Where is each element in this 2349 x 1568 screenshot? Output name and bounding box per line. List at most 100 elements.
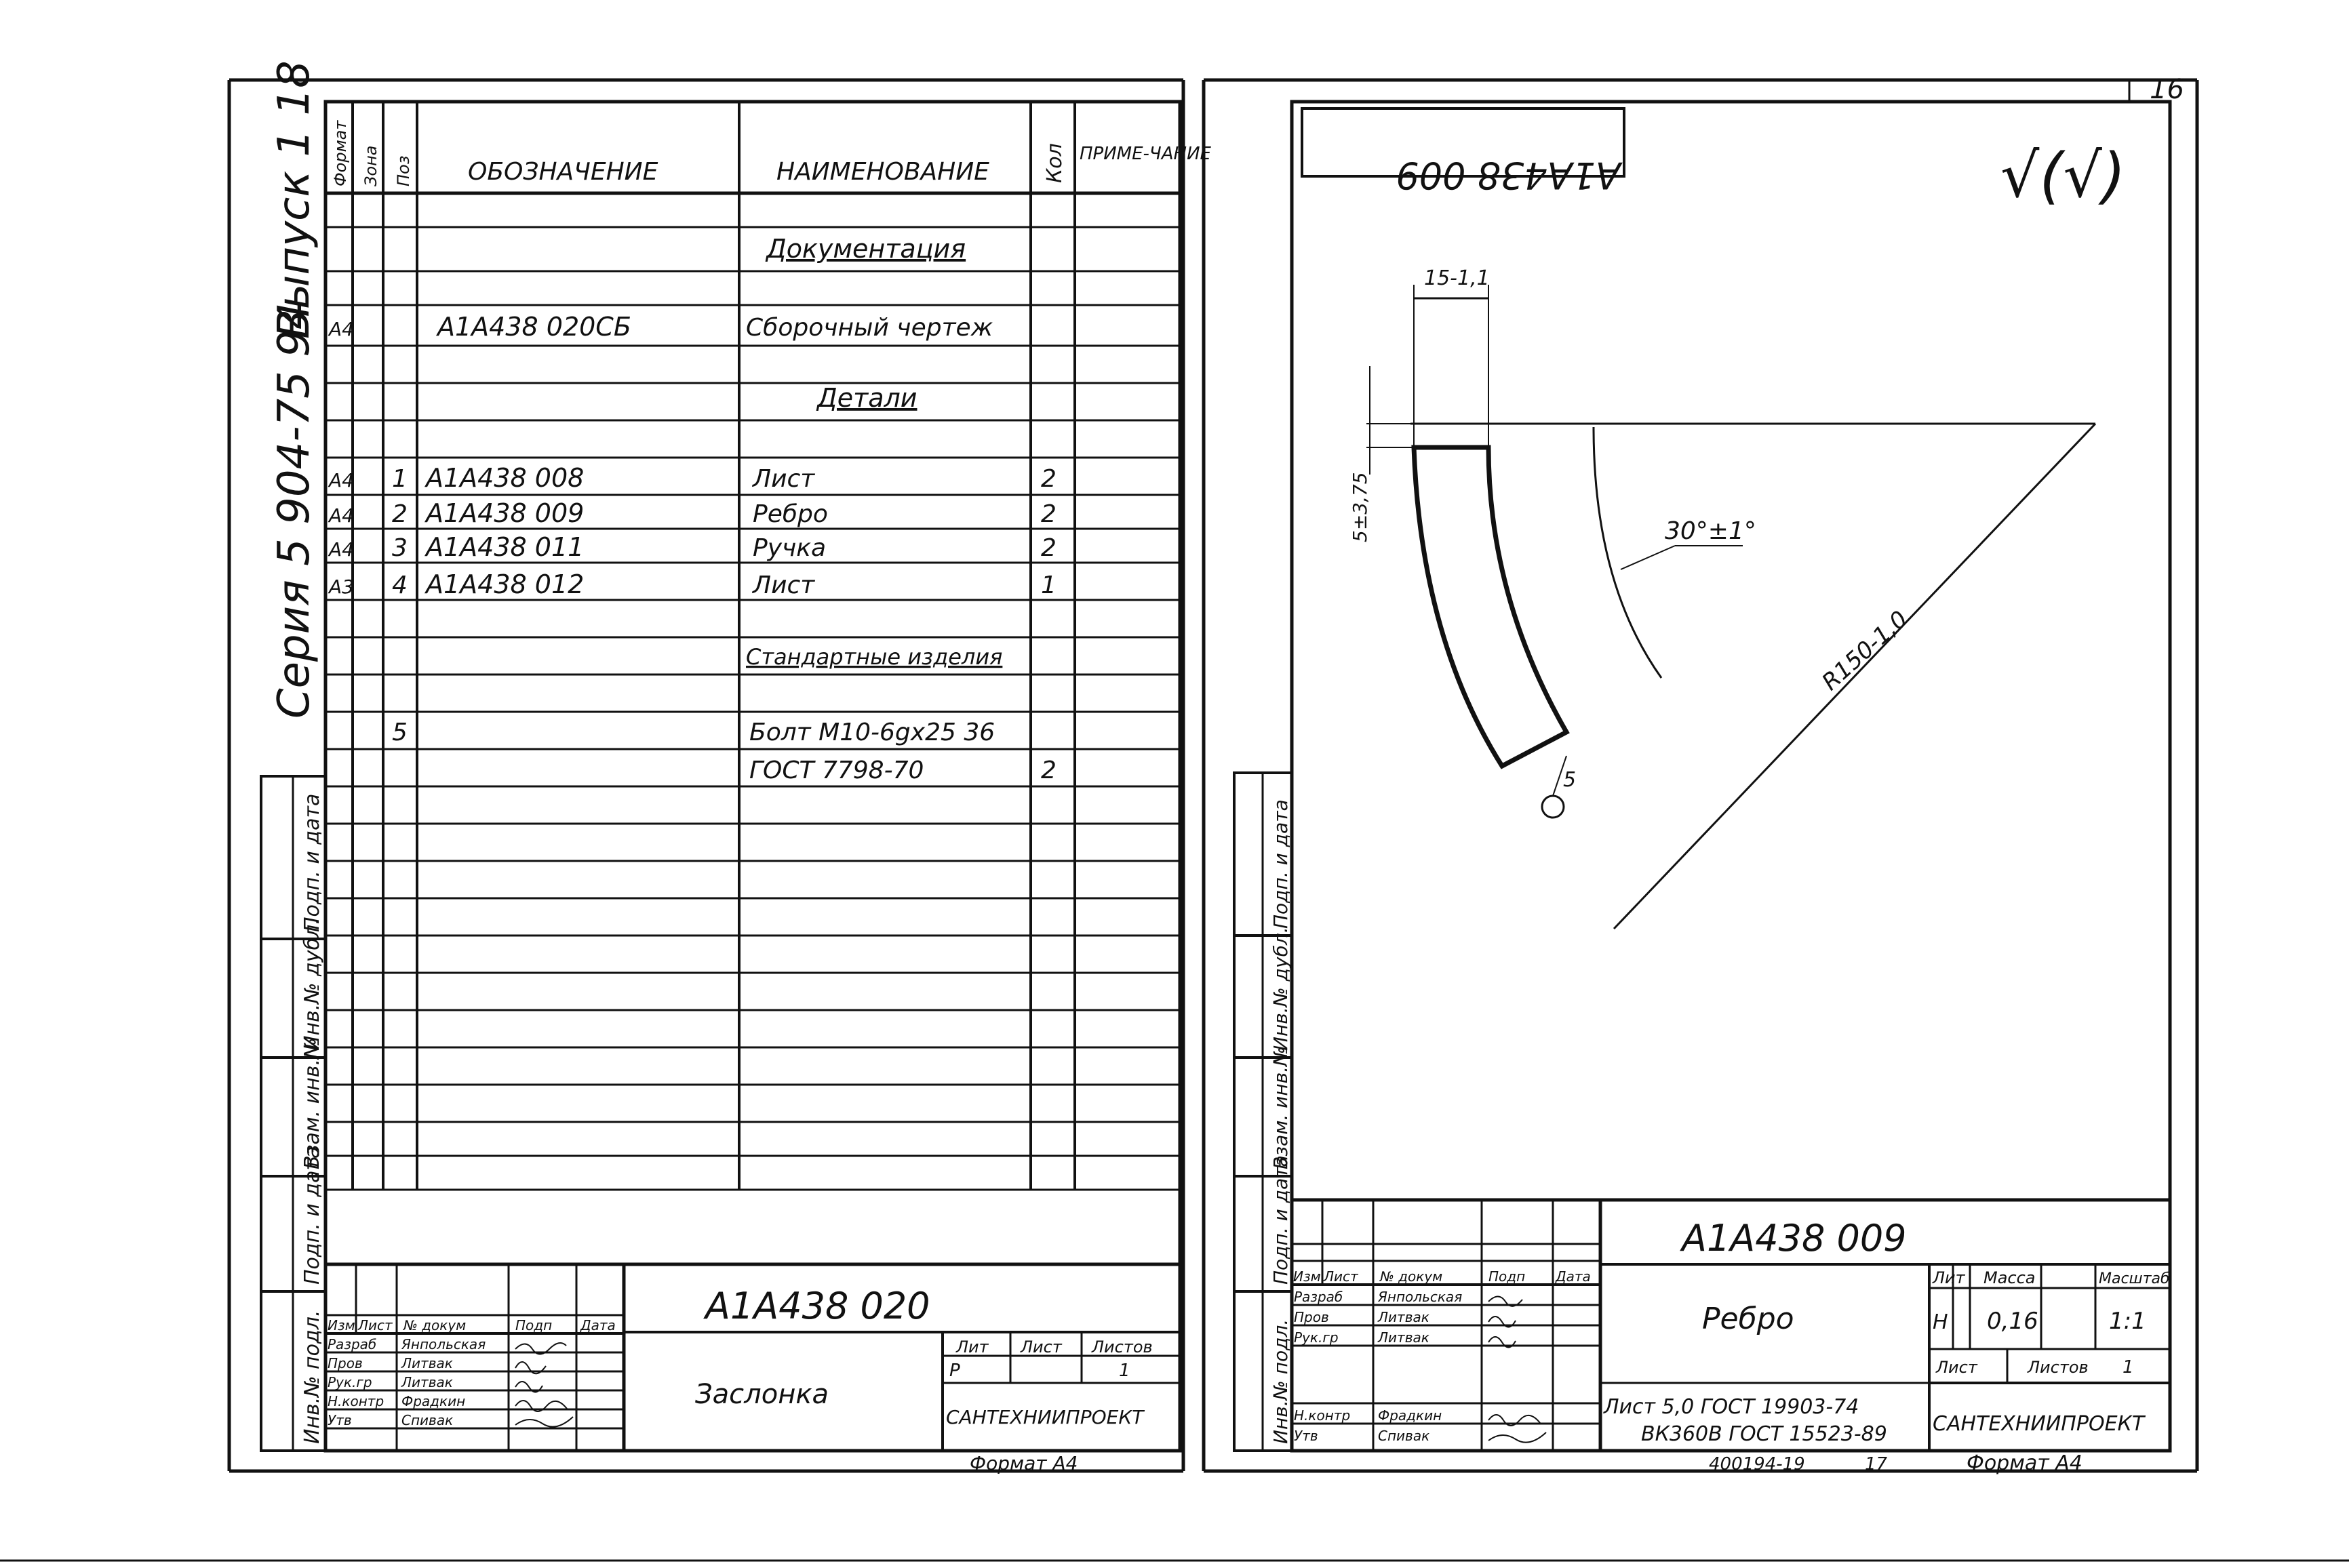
name-prov: Литвак xyxy=(401,1355,453,1371)
col-izm: Изм xyxy=(1293,1268,1321,1285)
left-sheet: Серия 5 904-75 94 Выпуск 1 18 Подп. и да… xyxy=(227,60,1212,1474)
name-utv: Спивак xyxy=(401,1412,453,1428)
bottom-code: 400194-19 xyxy=(1709,1454,1805,1474)
row-designation: А1А438 011 xyxy=(424,532,584,562)
dim-angle: 30°±1° xyxy=(1665,517,1756,545)
row-format: А4 xyxy=(328,504,354,527)
section-standard: Стандартные изделия xyxy=(746,644,1002,670)
col-list: Лист xyxy=(357,1317,393,1333)
signature xyxy=(1488,1336,1516,1348)
org-name: САНТЕХНИИПРОЕКТ xyxy=(946,1406,1145,1428)
row-format: А4 xyxy=(328,538,354,561)
sheets-value: 1 xyxy=(1119,1361,1130,1381)
side-label-inv-dubl: Инв.№ дубл. xyxy=(1269,927,1292,1051)
row-name: Ручка xyxy=(753,534,826,562)
side-label-podp-data-2: Подп. и дата xyxy=(1269,1155,1292,1285)
role-prov: Пров xyxy=(1294,1309,1329,1325)
scale-label: Масштаб xyxy=(2099,1270,2170,1287)
left-title-block: А1А438 020 Заслонка САНТЕХНИИПРОЕКТ Форм… xyxy=(325,1262,1180,1474)
row-name: Лист xyxy=(751,571,815,599)
bottom-num: 17 xyxy=(1865,1454,1888,1474)
spec-row-bolt: 5 Болт М10-6gх25 36 ГОСТ 7798-70 2 xyxy=(392,719,1057,784)
corner-number: 16 xyxy=(2150,74,2184,105)
doc-number: А1А438 009 xyxy=(1680,1217,1907,1260)
material-1: Лист 5,0 ГОСТ 19903-74 xyxy=(1603,1395,1859,1419)
row-qty: 2 xyxy=(1041,534,1057,562)
role-prov: Пров xyxy=(328,1355,363,1371)
lit-value: Р xyxy=(949,1361,960,1381)
col-data: Дата xyxy=(1555,1268,1591,1285)
side-label-vzam-inv: Взам. инв.№ xyxy=(1269,1047,1292,1169)
spec-row-3: А4 3 А1А438 011 Ручка 2 xyxy=(328,532,1057,562)
row-designation: А1А438 012 xyxy=(424,569,584,599)
spec-row-4: А3 4 А1А438 012 Лист 1 xyxy=(328,569,1057,599)
row-pos: 4 xyxy=(392,571,408,599)
row-qty: 2 xyxy=(1041,465,1057,493)
signature xyxy=(1488,1414,1541,1426)
spec-row-1: А4 1 А1А438 008 Лист 2 xyxy=(328,463,1057,493)
row-name: Ребро xyxy=(753,500,828,528)
row-name: Болт М10-6gх25 36 xyxy=(749,719,995,746)
row-pos: 1 xyxy=(392,465,408,493)
sheets-label: Листов xyxy=(1091,1338,1153,1356)
role-nkontr: Н.контр xyxy=(1294,1407,1350,1424)
series-text: Серия 5 904-75 94 xyxy=(269,302,319,719)
role-utv: Утв xyxy=(328,1412,352,1428)
lit-label: Лит xyxy=(1932,1268,1966,1287)
dim-radius: R150-1,0 xyxy=(1817,605,1913,696)
mass-label: Масса xyxy=(1983,1268,2036,1287)
side-label-podp-data-1: Подп. и дата xyxy=(1269,799,1292,929)
signature xyxy=(1488,1295,1523,1307)
right-sheet: 16 А1А438 009 √(√) Подп. и дата Инв.№ ду… xyxy=(1202,74,2199,1475)
org-name: САНТЕХНИИПРОЕКТ xyxy=(1933,1412,2146,1436)
col-ndoc: № докум xyxy=(403,1317,466,1333)
row-qty: 2 xyxy=(1041,757,1057,784)
side-label-podp-data-2: Подп. и дата xyxy=(300,1146,324,1285)
row-designation: А1А438 020СБ xyxy=(435,312,631,342)
col-data: Дата xyxy=(580,1317,616,1333)
row-format: А3 xyxy=(328,576,354,598)
side-label-podp-data-1: Подп. и дата xyxy=(300,794,324,932)
col-izm: Изм xyxy=(328,1317,355,1333)
role-utv: Утв xyxy=(1294,1428,1318,1444)
doc-title: Ребро xyxy=(1702,1302,1794,1336)
row-pos: 5 xyxy=(392,719,408,746)
header-designation: ОБОЗНАЧЕНИЕ xyxy=(468,158,658,186)
name-razrab: Янпольская xyxy=(401,1336,486,1352)
issue-text: Выпуск 1 18 xyxy=(269,60,319,339)
row-name: Сборочный чертеж xyxy=(746,314,993,342)
lit-value: Н xyxy=(1933,1310,1948,1334)
role-rukgr: Рук.гр xyxy=(328,1374,372,1390)
dim-weld: 5 xyxy=(1563,768,1576,792)
doc-title: Заслонка xyxy=(695,1379,829,1410)
row-qty: 1 xyxy=(1041,571,1057,599)
row-qty: 2 xyxy=(1041,500,1057,528)
row-name: Лист xyxy=(751,465,815,493)
name-razrab: Янпольская xyxy=(1377,1289,1462,1305)
signature xyxy=(515,1400,568,1412)
row-name-2: ГОСТ 7798-70 xyxy=(749,757,924,784)
rib-drawing: 15-1,1 5±3,75 30°±1° R150-1,0 5 xyxy=(1349,266,2097,930)
side-label-inv-dubl: Инв.№ дубл. xyxy=(300,918,324,1051)
rib-outline xyxy=(1411,445,1570,769)
signature xyxy=(515,1416,574,1428)
signature xyxy=(515,1342,567,1355)
format-label: Формат А4 xyxy=(970,1452,1078,1474)
scale-value: 1:1 xyxy=(2109,1308,2146,1335)
row-pos: 3 xyxy=(392,534,408,562)
spec-row-0: А4 А1А438 020СБ Сборочный чертеж xyxy=(328,312,993,342)
header-qty: Кол xyxy=(1043,143,1067,183)
name-rukgr: Литвак xyxy=(1377,1329,1429,1346)
signature xyxy=(1488,1432,1547,1443)
section-documentation: Документация xyxy=(765,234,966,264)
name-nkontr: Фрадкин xyxy=(401,1393,465,1409)
mass-value: 0,16 xyxy=(1987,1308,2038,1335)
row-designation: А1А438 009 xyxy=(424,498,584,528)
name-prov: Литвак xyxy=(1377,1309,1429,1325)
signature xyxy=(515,1381,543,1393)
row-format: А4 xyxy=(328,318,354,340)
doc-number: А1А438 020 xyxy=(703,1285,930,1327)
side-label-inv-podl: Инв.№ подл. xyxy=(1269,1319,1292,1444)
name-utv: Спивак xyxy=(1378,1428,1429,1444)
dim-width: 15-1,1 xyxy=(1424,266,1490,290)
